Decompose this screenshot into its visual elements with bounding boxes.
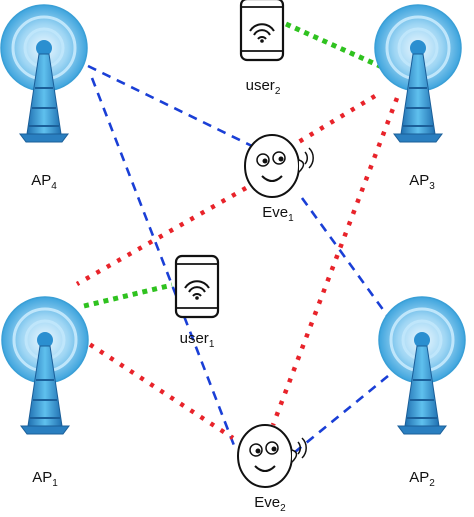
link-eve1-ap2-eavesdrop	[300, 197, 394, 323]
link-ap3-user2-legit	[284, 21, 384, 70]
ap3-label-text: AP	[409, 172, 429, 189]
access-point-icon	[377, 295, 467, 436]
ap3-label-subscript: 3	[429, 181, 435, 192]
link-ap1-eve2-jamming	[78, 336, 235, 440]
link-ap1-user1-legit	[83, 282, 173, 309]
link-ap3-eve2-jamming	[270, 97, 400, 426]
ap1-label-subscript: 1	[52, 478, 58, 489]
user1-label: user1	[180, 330, 215, 350]
access-point-icon	[0, 295, 90, 436]
smartphone-wifi-icon	[174, 254, 220, 319]
eve1-label-subscript: 1	[288, 213, 294, 224]
ap1-label-text: AP	[32, 469, 52, 486]
node-ap2: AP2	[377, 295, 467, 489]
links-layer	[75, 21, 400, 454]
ap2-label-text: AP	[409, 469, 429, 486]
eavesdropper-face-icon	[244, 134, 315, 198]
user2-label-subscript: 2	[275, 86, 281, 97]
eve1-label: Eve1	[262, 204, 294, 224]
node-ap3: AP3	[373, 3, 463, 192]
smartphone-wifi-icon	[239, 0, 285, 62]
eve1-label-text: Eve	[262, 204, 288, 221]
link-ap4-eve2-eavesdrop	[90, 77, 237, 449]
link-ap3-eve1-jamming	[290, 94, 377, 148]
ap4-label: AP4	[31, 172, 57, 192]
ap1-label: AP1	[32, 469, 58, 489]
user1-label-text: user	[180, 330, 209, 347]
link-eve1-ap1-jamming	[75, 186, 248, 286]
ap4-label-subscript: 4	[51, 181, 57, 192]
link-ap2-eve2-eavesdrop	[294, 374, 389, 454]
node-user1: user1	[174, 254, 220, 350]
user2-label: user2	[246, 77, 281, 97]
access-point-icon	[0, 3, 89, 144]
ap4-label-text: AP	[31, 172, 51, 189]
ap2-label: AP2	[409, 469, 435, 489]
eve2-label: Eve2	[254, 494, 286, 514]
node-ap4: AP4	[0, 3, 89, 192]
ap3-label: AP3	[409, 172, 435, 192]
eve2-label-subscript: 2	[280, 503, 286, 514]
eve2-label-text: Eve	[254, 494, 280, 511]
link-ap4-eve1-eavesdrop	[87, 64, 253, 148]
node-eve1: Eve1	[244, 134, 315, 224]
user2-label-text: user	[246, 77, 275, 94]
eavesdropper-face-icon	[237, 424, 308, 488]
node-ap1: AP1	[0, 295, 90, 489]
user1-label-subscript: 1	[209, 339, 215, 350]
ap2-label-subscript: 2	[429, 478, 435, 489]
node-eve2: Eve2	[237, 424, 308, 514]
node-user2: user2	[239, 0, 285, 97]
